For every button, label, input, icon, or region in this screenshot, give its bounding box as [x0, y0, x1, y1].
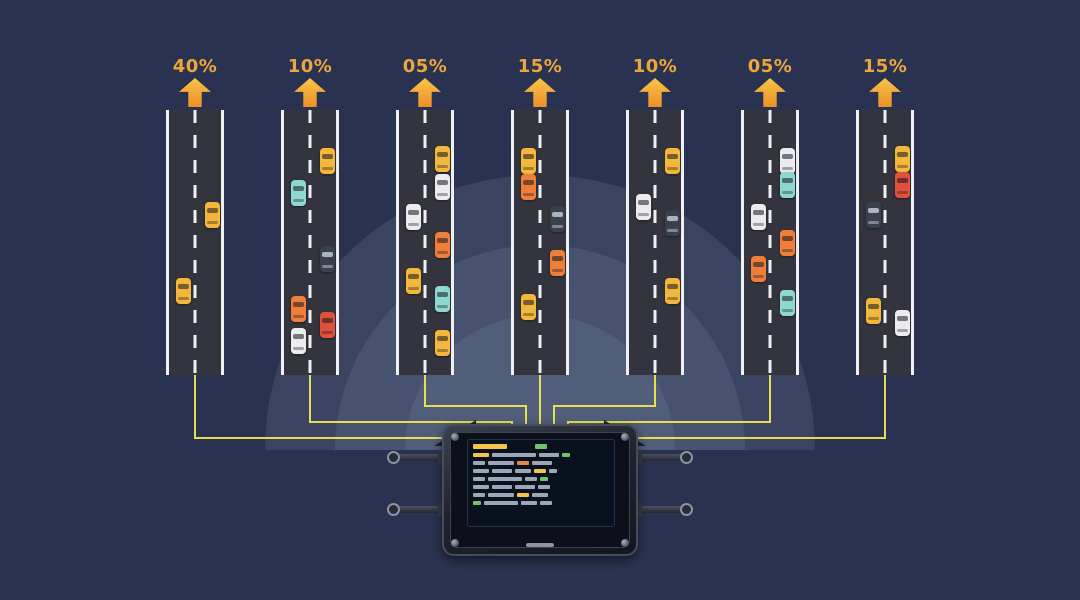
car-icon: [780, 230, 795, 256]
car-icon: [866, 298, 881, 324]
screen-row: [473, 501, 609, 505]
radar-device: [387, 420, 693, 556]
car-icon: [636, 194, 651, 220]
car-icon: [521, 148, 536, 174]
screen-row: [473, 469, 609, 473]
traffic-percent-label: 05%: [402, 56, 448, 77]
car-icon: [435, 330, 450, 356]
bolt-icon: [621, 539, 629, 547]
road-surface: [856, 110, 914, 375]
lane-divider: [193, 110, 197, 375]
car-icon: [435, 174, 450, 200]
antenna-tip-icon: [387, 503, 400, 516]
car-icon: [665, 148, 680, 174]
device-label: [526, 543, 554, 547]
car-icon: [435, 146, 450, 172]
traffic-percent-label: 15%: [862, 56, 908, 77]
car-icon: [665, 278, 680, 304]
traffic-percent-label: 15%: [517, 56, 563, 77]
traffic-percent-label: 10%: [287, 56, 333, 77]
car-icon: [895, 146, 910, 172]
traffic-percent-label: 05%: [747, 56, 793, 77]
bolt-icon: [621, 433, 629, 441]
screen-row: [473, 453, 609, 457]
car-icon: [665, 210, 680, 236]
antenna-rod: [632, 450, 693, 465]
car-icon: [406, 268, 421, 294]
screen-row: [473, 485, 609, 489]
screen-row: [473, 493, 609, 497]
road-surface: [626, 110, 684, 375]
screen-row: [473, 477, 609, 481]
road-5: 10%: [626, 56, 684, 375]
device-body: [442, 424, 638, 556]
traffic-percent-label: 10%: [632, 56, 678, 77]
car-icon: [751, 256, 766, 282]
car-icon: [866, 202, 881, 228]
device-screen: [467, 439, 615, 527]
road-surface: [741, 110, 799, 375]
car-icon: [895, 310, 910, 336]
car-icon: [521, 174, 536, 200]
car-icon: [291, 328, 306, 354]
car-icon: [435, 286, 450, 312]
screen-title-bar: [473, 444, 609, 449]
antenna-tip-icon: [387, 451, 400, 464]
car-icon: [291, 180, 306, 206]
car-icon: [291, 296, 306, 322]
car-icon: [780, 172, 795, 198]
screen-title-segment: [473, 444, 507, 449]
antenna-rod: [387, 502, 448, 517]
lane-divider: [538, 110, 542, 375]
lane-divider: [423, 110, 427, 375]
car-icon: [406, 204, 421, 230]
screen-title-segment: [511, 444, 531, 449]
lane-divider: [308, 110, 312, 375]
car-icon: [176, 278, 191, 304]
car-icon: [751, 204, 766, 230]
car-icon: [550, 250, 565, 276]
lane-divider: [653, 110, 657, 375]
bolt-icon: [451, 539, 459, 547]
antenna-tip-icon: [680, 503, 693, 516]
lane-divider: [883, 110, 887, 375]
car-icon: [205, 202, 220, 228]
road-6: 05%: [741, 56, 799, 375]
car-icon: [895, 172, 910, 198]
antenna-rod: [632, 502, 693, 517]
car-icon: [550, 206, 565, 232]
screen-title-segment: [535, 444, 547, 449]
screen-row: [473, 461, 609, 465]
car-icon: [780, 148, 795, 174]
car-icon: [320, 312, 335, 338]
car-icon: [780, 290, 795, 316]
road-surface: [281, 110, 339, 375]
antenna-rod: [387, 450, 448, 465]
road-7: 15%: [856, 56, 914, 375]
lane-divider: [768, 110, 772, 375]
road-1: 40%: [166, 56, 224, 375]
road-surface: [396, 110, 454, 375]
traffic-percent-label: 40%: [172, 56, 218, 77]
car-icon: [435, 232, 450, 258]
road-surface: [166, 110, 224, 375]
car-icon: [320, 148, 335, 174]
car-icon: [521, 294, 536, 320]
car-icon: [320, 246, 335, 272]
road-surface: [511, 110, 569, 375]
antenna-tip-icon: [680, 451, 693, 464]
bolt-icon: [451, 433, 459, 441]
